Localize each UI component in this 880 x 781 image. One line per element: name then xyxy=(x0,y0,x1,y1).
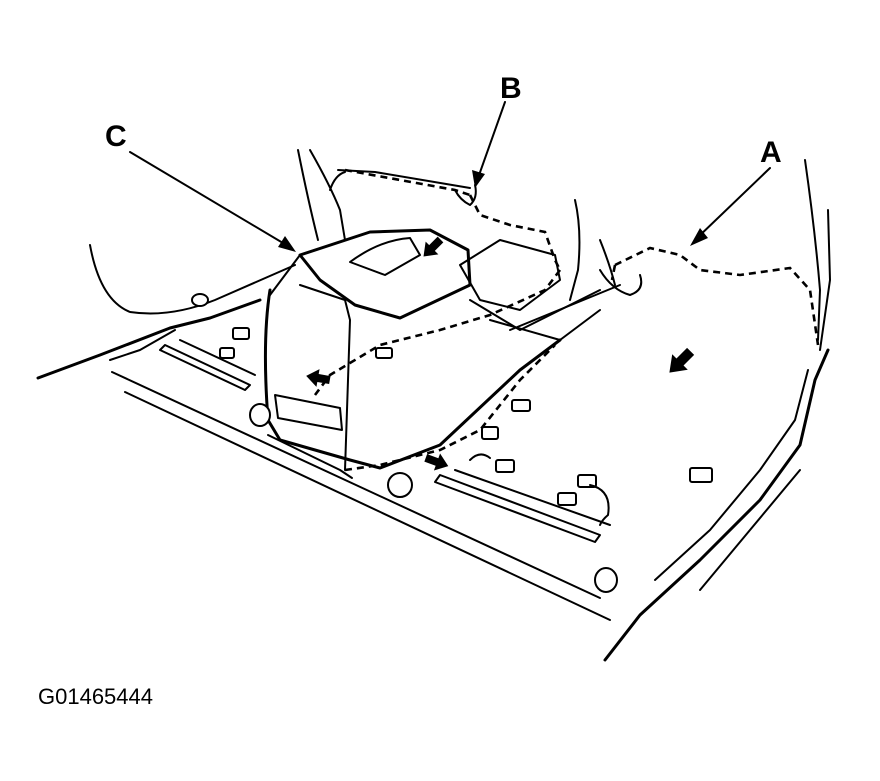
clip xyxy=(219,347,235,359)
removal-arrows xyxy=(306,236,695,471)
clip xyxy=(481,426,499,440)
clip xyxy=(689,467,713,483)
floor-pan xyxy=(36,209,831,662)
clip xyxy=(375,347,393,359)
leader-arrow-b xyxy=(472,170,485,188)
clip xyxy=(577,474,597,488)
console-carpet-c xyxy=(263,228,562,479)
clip xyxy=(511,399,531,412)
leader-line-a xyxy=(694,167,771,241)
clip xyxy=(557,492,577,506)
floor-hole xyxy=(249,403,271,427)
clip xyxy=(495,459,515,473)
callout-label-c: C xyxy=(105,120,127,153)
seat-rails xyxy=(159,339,611,543)
figure-id: G01465444 xyxy=(38,684,153,709)
leader-line-b xyxy=(477,101,506,179)
leader-lines xyxy=(129,101,771,252)
fasteners xyxy=(219,327,713,526)
callout-label-b: B xyxy=(500,72,522,105)
removal-direction-arrow-icon xyxy=(423,236,444,257)
clip xyxy=(232,327,250,340)
leader-arrow-c xyxy=(278,236,296,252)
leader-line-c xyxy=(129,151,289,247)
carpet-b-outline xyxy=(313,168,562,396)
callout-label-a: A xyxy=(760,136,782,169)
removal-direction-arrow-icon xyxy=(669,347,695,373)
floor-hole xyxy=(191,293,209,307)
leader-arrow-a xyxy=(690,228,708,246)
floor-hole xyxy=(594,567,618,593)
floor-holes xyxy=(191,293,618,593)
rear-carpet-a-outline xyxy=(610,246,820,346)
right-seat-frame xyxy=(459,159,821,341)
removal-direction-arrow-icon xyxy=(424,453,449,471)
floor-hole xyxy=(387,472,413,498)
removal-direction-arrow-icon xyxy=(306,369,331,387)
